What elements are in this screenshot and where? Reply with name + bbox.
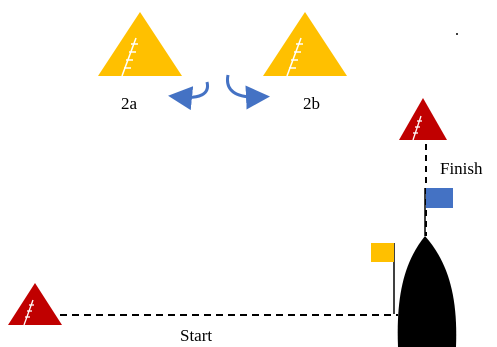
mark-2a-icon	[98, 12, 182, 77]
yellow-flag-icon	[371, 243, 394, 262]
start-mark-icon	[8, 283, 62, 326]
mark-2b-label: 2b	[303, 94, 320, 113]
start-label: Start	[180, 326, 212, 345]
dot-mark	[456, 33, 458, 35]
finish-label: Finish	[440, 159, 483, 178]
finish-mark-icon	[399, 98, 447, 141]
committee-boat-icon	[397, 236, 457, 347]
blue-flag-icon	[426, 188, 453, 208]
mark-2a-label: 2a	[121, 94, 138, 113]
curved-arrow-right-icon	[225, 74, 270, 110]
curved-arrow-left-icon	[168, 81, 210, 111]
mark-2b-icon	[263, 12, 347, 77]
